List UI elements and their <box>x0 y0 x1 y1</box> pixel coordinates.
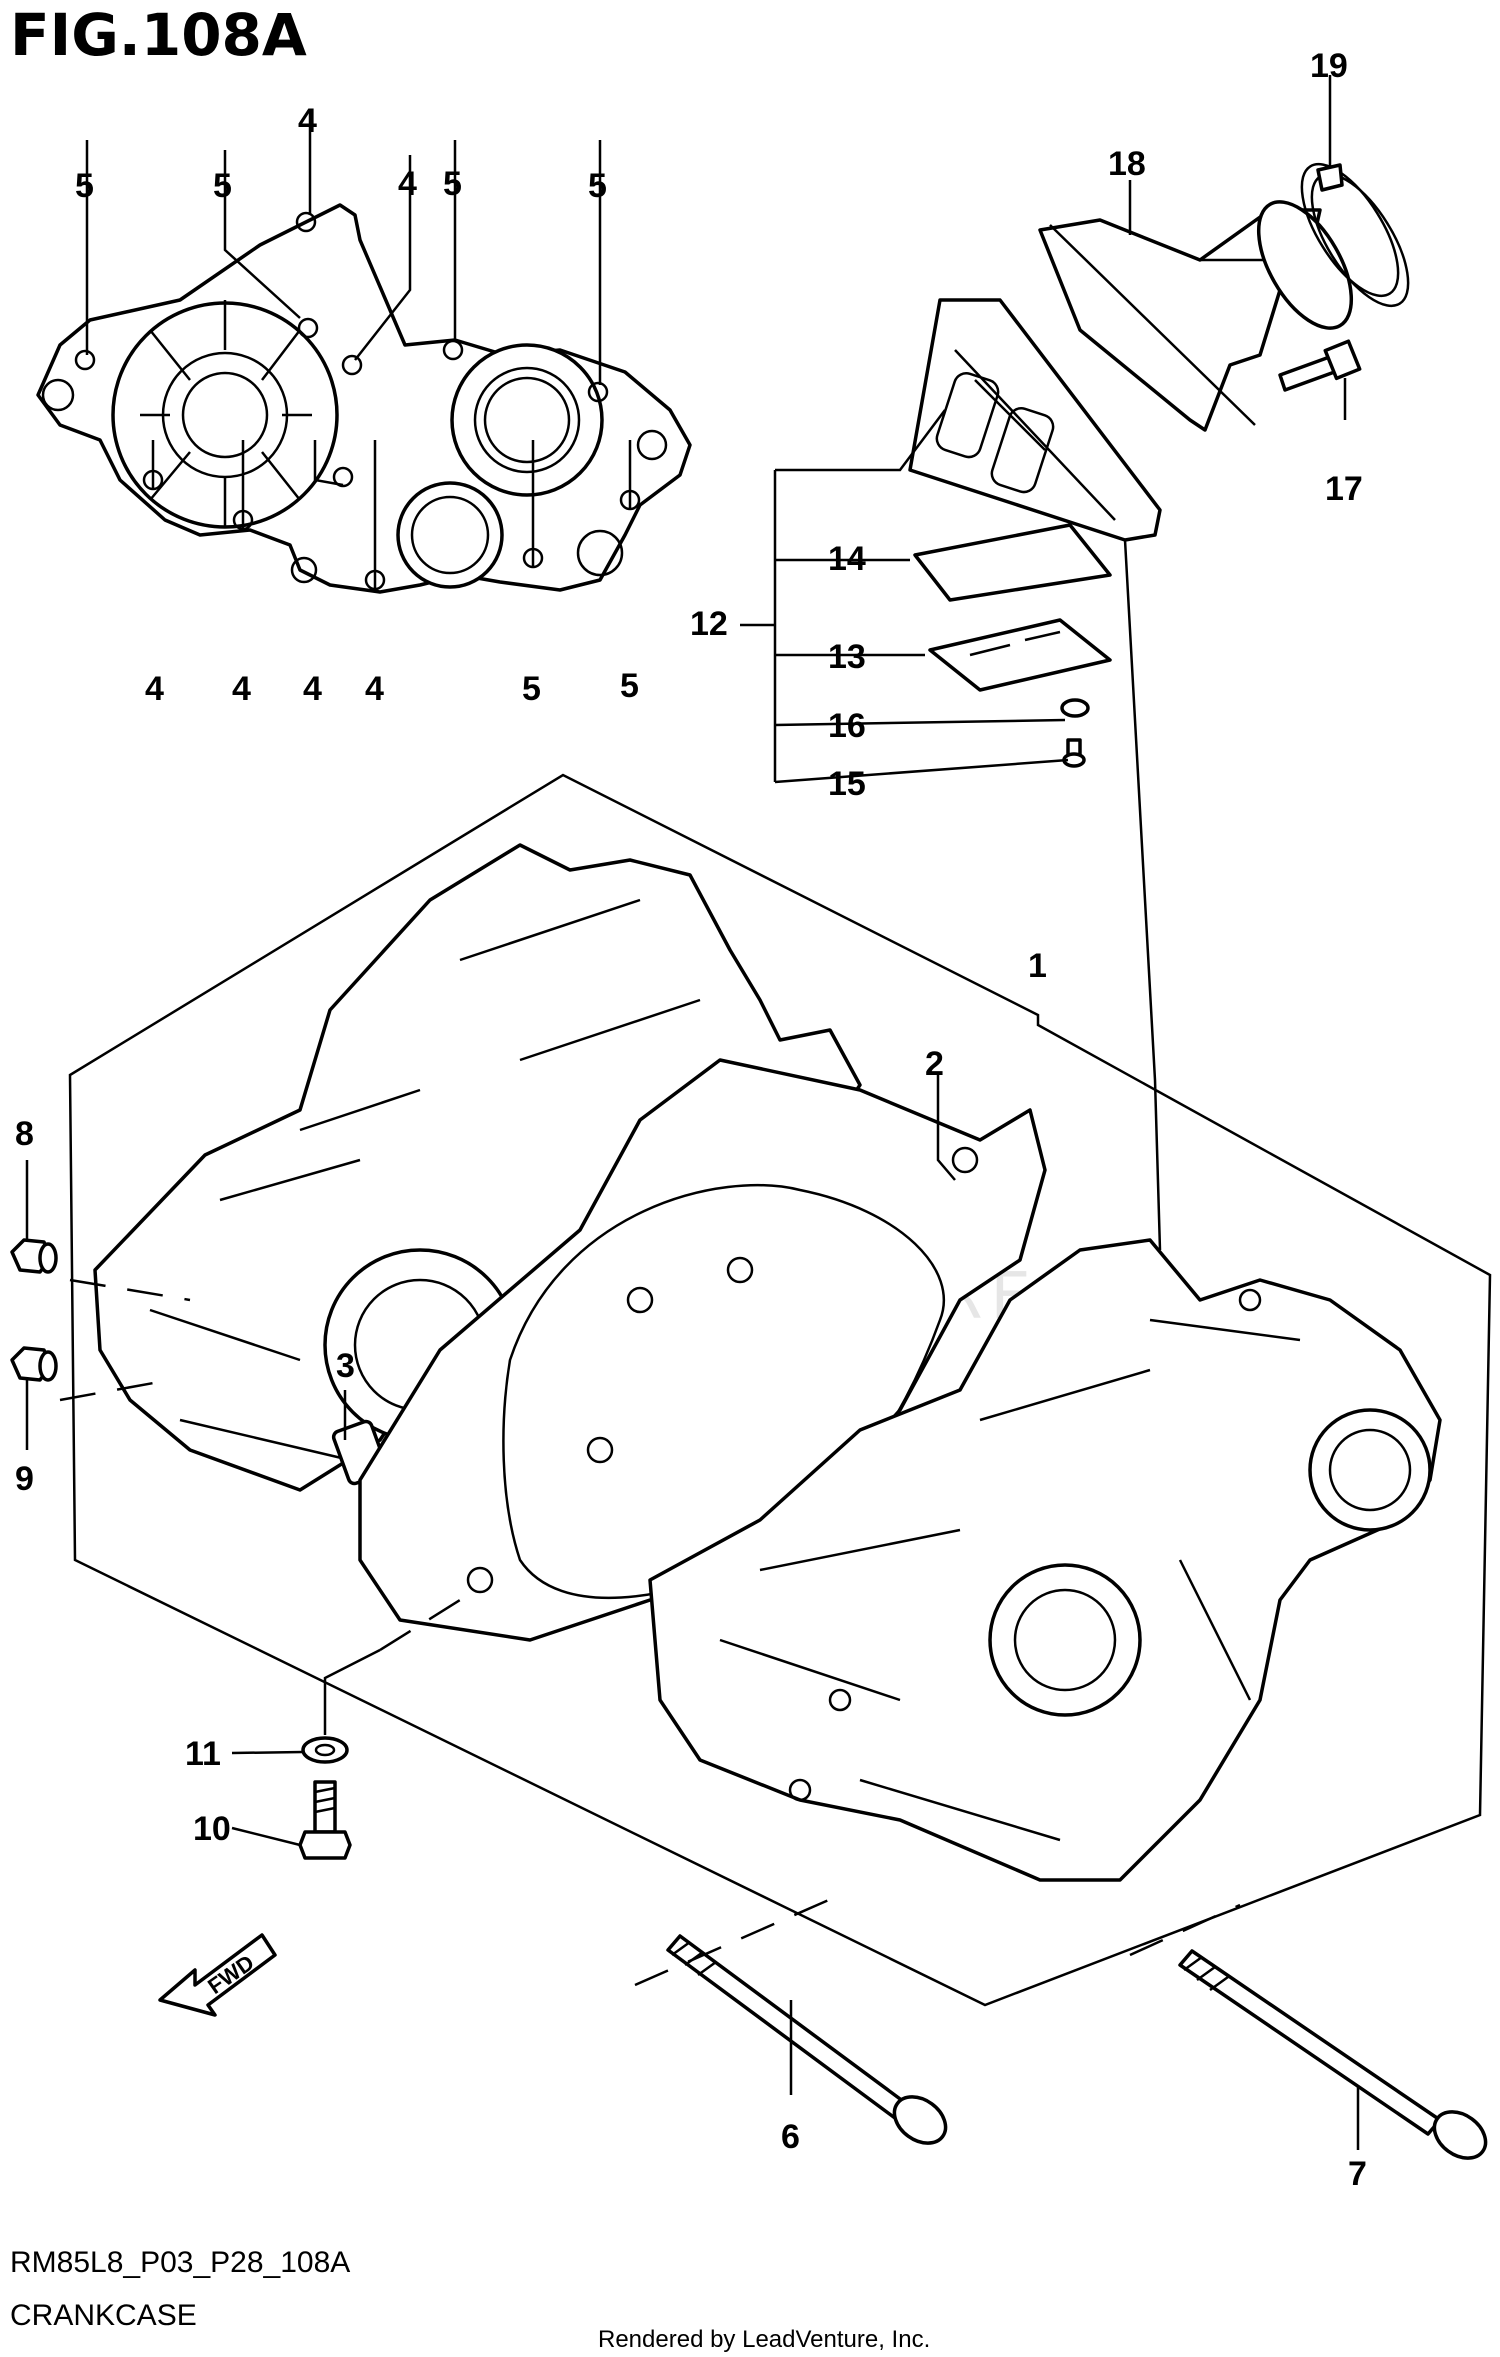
render-credit: Rendered by LeadVenture, Inc. <box>598 2326 930 2353</box>
bolt-7 <box>1178 1949 1488 2160</box>
crankcase-cover-drawing <box>36 203 692 594</box>
callout-5-c: 5 <box>443 165 462 203</box>
intake-assembly-drawing <box>908 162 1410 768</box>
callout-5-f: 5 <box>620 667 639 705</box>
callout-7: 7 <box>1348 2155 1367 2193</box>
callout-12: 12 <box>690 605 728 643</box>
callout-4-top: 4 <box>298 102 317 140</box>
callout-4-f: 4 <box>365 670 384 708</box>
callout-11: 11 <box>185 1735 221 1773</box>
crankcase-drawing <box>93 843 1442 1882</box>
callout-4-d: 4 <box>232 670 251 708</box>
callout-5-d: 5 <box>588 167 607 205</box>
callout-19: 19 <box>1310 47 1348 85</box>
callout-labels: 4 5 5 4 5 5 4 4 4 4 5 5 19 18 17 14 12 1… <box>15 47 1367 2193</box>
callout-10: 10 <box>193 1810 231 1848</box>
callout-9: 9 <box>15 1460 34 1498</box>
callout-14: 14 <box>828 540 866 578</box>
figure-name: CRANKCASE <box>10 2299 197 2332</box>
leader-lines <box>25 75 1492 2150</box>
nut-9 <box>10 1346 58 1382</box>
dashed-guides <box>59 1278 1241 1987</box>
figure-title: FIG.108A <box>10 1 307 69</box>
callout-5-a: 5 <box>75 167 94 205</box>
callout-15: 15 <box>828 765 866 803</box>
callout-5-b: 5 <box>213 167 232 205</box>
callout-2: 2 <box>925 1045 944 1083</box>
bolt-10 <box>298 1780 352 1860</box>
callout-16: 16 <box>828 707 866 745</box>
callout-1: 1 <box>1028 947 1047 985</box>
callout-3: 3 <box>336 1347 355 1385</box>
washer-11 <box>301 1736 349 1764</box>
callout-4-e: 4 <box>303 670 322 708</box>
fwd-arrow-icon: FWD <box>158 1933 277 2017</box>
callout-17: 17 <box>1325 470 1363 508</box>
callout-8: 8 <box>15 1115 34 1153</box>
figure-code: RM85L8_P03_P28_108A <box>10 2246 350 2279</box>
callout-18: 18 <box>1108 145 1146 183</box>
callout-6: 6 <box>781 2118 800 2156</box>
callout-4-c: 4 <box>145 670 164 708</box>
callout-13: 13 <box>828 638 866 676</box>
callout-5-e: 5 <box>522 670 541 708</box>
callout-4-b: 4 <box>398 165 417 203</box>
nut-8 <box>10 1238 58 1274</box>
